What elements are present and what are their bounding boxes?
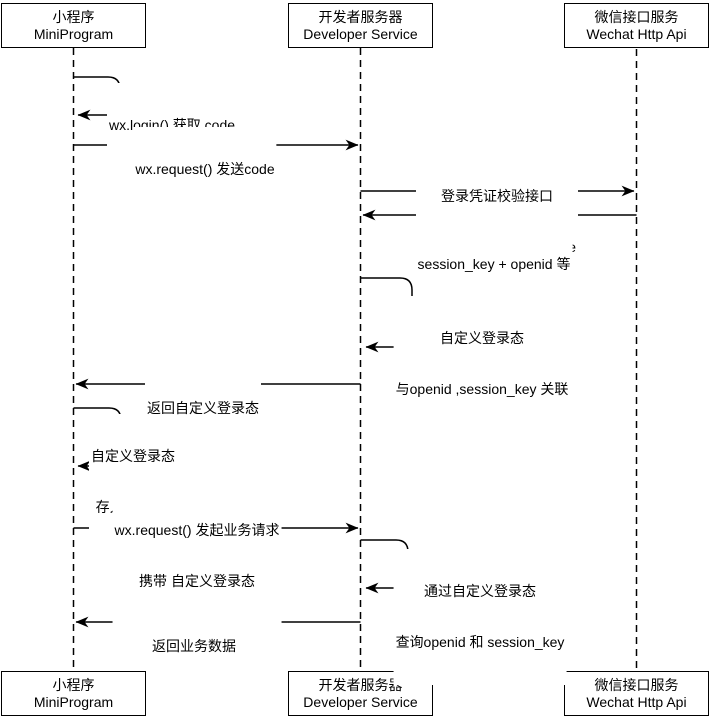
message-line: 返回自定义登录态 (147, 400, 259, 416)
participant-wechat-api-bottom: 微信接口服务 Wechat Http Api (564, 671, 709, 716)
label-wx-request-send-code: wx.request() 发送code (133, 127, 277, 212)
participant-label-en: Wechat Http Api (586, 25, 687, 42)
message-line: 与openid ,session_key 关联 (395, 381, 569, 397)
message-line: 返回业务数据 (152, 638, 236, 654)
label-business-request: wx.request() 发起业务请求 携带 自定义登录态 (112, 488, 282, 624)
message-line: 自定义登录态 (439, 330, 524, 346)
message-line: 自定义登录态 (91, 448, 175, 464)
label-bind-openid-session-key: 自定义登录态 与openid ,session_key 关联 (393, 296, 571, 432)
participant-label-en: MiniProgram (33, 693, 114, 710)
message-line: 登录凭证校验接口 (440, 188, 553, 204)
participant-miniprogram-top: 小程序 MiniProgram (1, 3, 146, 48)
message-line: wx.request() 发送code (135, 161, 275, 177)
participant-label-zh: 小程序 (52, 8, 95, 25)
label-session-key-openid-return: session_key + openid 等 (415, 222, 573, 307)
message-line: 查询openid 和 session_key (395, 634, 565, 650)
message-line: session_key + openid 等 (417, 256, 571, 272)
participant-miniprogram-bottom: 小程序 MiniProgram (1, 671, 146, 716)
label-query-openid-session-key: 通过自定义登录态 查询openid 和 session_key (393, 549, 567, 685)
participant-label-zh: 开发者服务器 (318, 676, 403, 693)
participant-developer-service-top: 开发者服务器 Developer Service (288, 3, 433, 48)
participant-label-en: Developer Service (303, 25, 418, 42)
participant-label-zh: 微信接口服务 (594, 8, 679, 25)
label-return-business-data: 返回业务数据 (150, 604, 238, 689)
participant-label-en: Developer Service (303, 693, 418, 710)
participant-label-zh: 开发者服务器 (318, 8, 403, 25)
message-line: 通过自定义登录态 (424, 583, 536, 599)
participant-label-zh: 小程序 (52, 676, 95, 693)
message-line: wx.request() 发起业务请求 (114, 522, 280, 538)
message-line: 携带 自定义登录态 (139, 573, 255, 589)
participant-label-en: Wechat Http Api (586, 693, 687, 710)
participant-label-en: MiniProgram (33, 25, 114, 42)
participant-label-zh: 微信接口服务 (594, 676, 679, 693)
participant-wechat-api-top: 微信接口服务 Wechat Http Api (564, 3, 709, 48)
